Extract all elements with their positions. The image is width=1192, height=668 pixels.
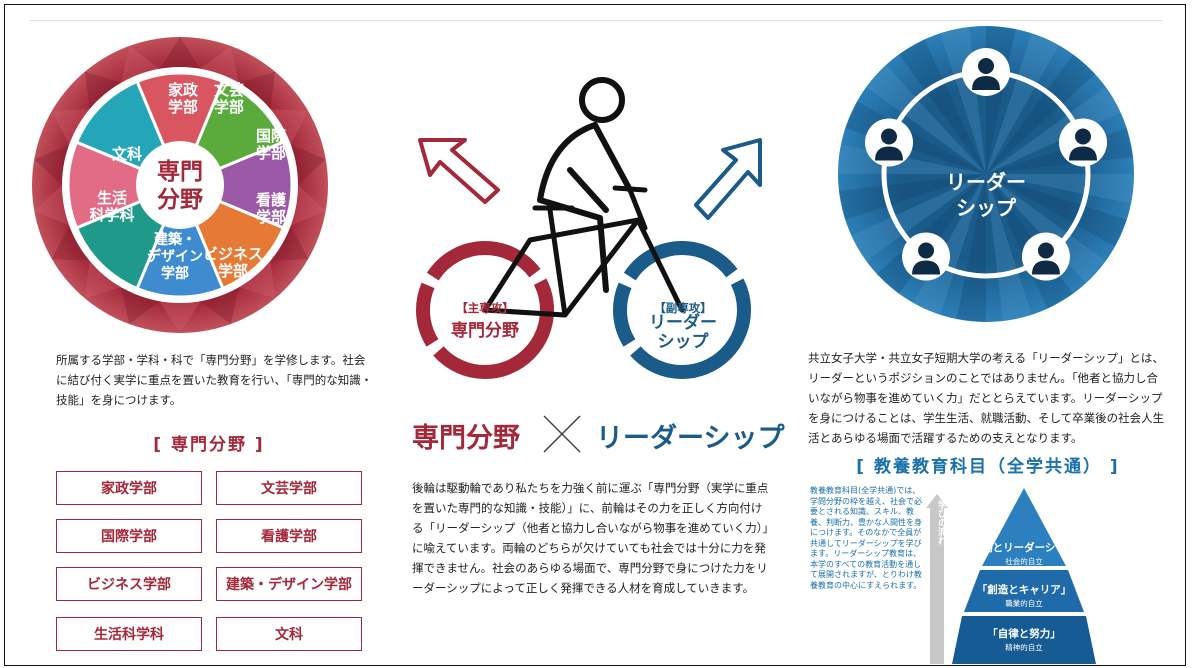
wheel-segment-label-kango: 看護 学部 bbox=[255, 191, 286, 226]
leadership-circle bbox=[838, 26, 1134, 322]
top-divider bbox=[30, 20, 1162, 21]
wheel-segment-label-kasei: 家政 学部 bbox=[167, 81, 198, 116]
leadership-label-line1: リーダー bbox=[946, 170, 1026, 194]
liberal-arts-title: [ 教養教育科目（全学共通） ] bbox=[856, 457, 1120, 477]
navy-arrow-icon bbox=[694, 138, 762, 220]
wheel-center-line1: 専門 bbox=[157, 159, 203, 185]
wheel-segment-label-business: ビジネス 学部 bbox=[202, 245, 263, 280]
title-specialty: 専門分野 bbox=[412, 423, 520, 454]
bicycle-description: 後輪は駆動輪であり私たちを力強く前に運ぶ「専門分野（実学に重点を置いた専門的な知… bbox=[412, 481, 769, 595]
front-wheel-label-line2: シップ bbox=[657, 332, 709, 352]
field-box-bungei: 文芸学部 bbox=[216, 471, 362, 505]
flow-arrow bbox=[926, 494, 948, 664]
curriculum-pyramid bbox=[952, 488, 1096, 664]
person-icon bbox=[1075, 128, 1092, 145]
field-box-kokusai: 国際学部 bbox=[56, 519, 202, 553]
rear-wheel-label: 専門分野 bbox=[451, 321, 519, 341]
field-box-bunka: 文科 bbox=[216, 617, 362, 651]
pyramid-tier-top: 「協働とリーダーシップ」社会的自立 bbox=[961, 542, 1087, 566]
pyramid-tier-middle: 「創造とキャリア」職業的自立 bbox=[976, 584, 1072, 608]
wheel-segment-label-kokusai: 国際 学部 bbox=[255, 127, 286, 162]
specialty-wheel bbox=[32, 37, 328, 333]
wheel-segment-label-architecture: 建築・ デザイン 学部 bbox=[147, 232, 203, 282]
pyramid-tier-bottom: 「自律と努力」精神的自立 bbox=[987, 628, 1061, 652]
leadership-label-line2: シップ bbox=[956, 196, 1016, 220]
person-icon bbox=[880, 128, 897, 145]
wheel-center-line2: 分野 bbox=[157, 187, 203, 213]
crimson-arrow-icon bbox=[418, 138, 500, 204]
field-box-seikatsu: 生活科学科 bbox=[56, 617, 202, 651]
specialty-description: 所属する学部・学科・科で「専門分野」を学修します。社会に結び付く実学に重点を置い… bbox=[56, 353, 373, 407]
specialty-fields-title: [ 専門分野 ] bbox=[153, 435, 265, 455]
liberal-arts-description: 教養教育科目(全学共通)では、学問分野の枠を越え、社会で必要とされる知識、スキル… bbox=[810, 486, 922, 590]
title-leadership: リーダーシップ bbox=[596, 423, 785, 454]
wheel-segment bbox=[135, 71, 225, 189]
rear-wheel bbox=[416, 241, 554, 379]
person-icon bbox=[1037, 242, 1054, 259]
leadership-description: 共立女子大学・共立女子短期大学の考える「リーダーシップ」とは、リーダーというポジ… bbox=[808, 351, 1165, 445]
wheel-segment bbox=[176, 140, 294, 230]
cross-icon bbox=[543, 415, 581, 453]
front-wheel-tag: 【副専攻】 bbox=[654, 301, 712, 315]
front-wheel bbox=[613, 241, 751, 379]
person-icon bbox=[918, 242, 935, 259]
wheel-center bbox=[136, 141, 224, 229]
wheel-segment-label-bunka: 文科 bbox=[111, 145, 142, 163]
page-frame bbox=[4, 4, 1186, 666]
rider-figure bbox=[537, 77, 633, 293]
field-box-architecture: 建築・デザイン学部 bbox=[216, 567, 362, 601]
field-box-kasei: 家政学部 bbox=[56, 471, 202, 505]
front-wheel-label-line1: リーダー bbox=[649, 313, 717, 333]
wheel-segment bbox=[66, 140, 184, 230]
wheel-segment bbox=[135, 181, 225, 299]
wheel-segment-label-bungei: 文芸 学部 bbox=[213, 81, 244, 116]
field-box-kango: 看護学部 bbox=[216, 519, 362, 553]
bicycle-illustration bbox=[416, 77, 762, 379]
person-icon bbox=[978, 58, 994, 74]
wheel-segment-label-seikatsu: 生活 科学科 bbox=[89, 189, 135, 224]
field-box-business: ビジネス学部 bbox=[56, 567, 202, 601]
rear-wheel-tag: 【主専攻】 bbox=[456, 301, 514, 315]
flow-label: 学びの流れ bbox=[936, 500, 946, 545]
people-icons bbox=[864, 48, 1108, 281]
